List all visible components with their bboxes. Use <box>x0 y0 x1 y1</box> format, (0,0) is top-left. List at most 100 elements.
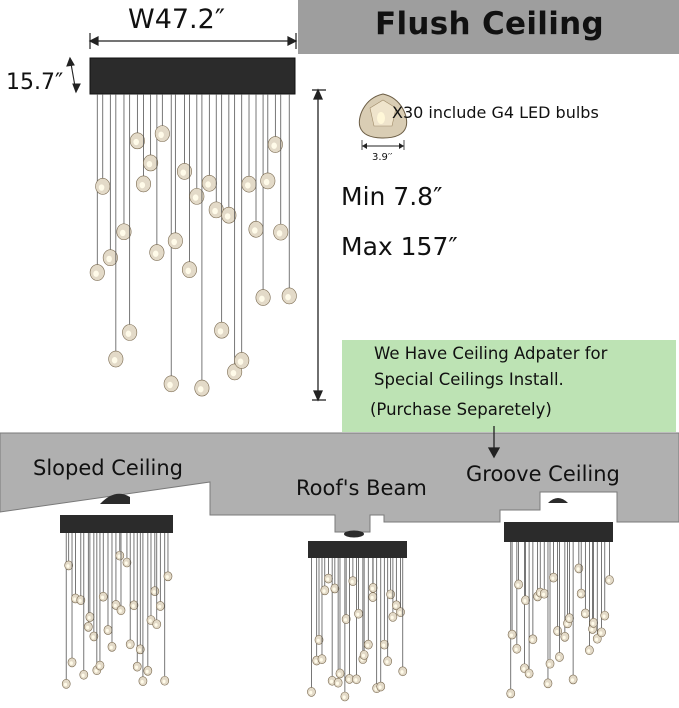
pendant-highlight <box>117 554 121 559</box>
pendant-highlight <box>551 576 555 581</box>
beam-pendants <box>307 558 408 702</box>
pendant-highlight <box>555 629 559 634</box>
title-band <box>298 0 679 54</box>
pendant-highlight <box>319 658 323 662</box>
pendant-highlight <box>335 681 340 686</box>
pendant-highlight <box>370 586 374 591</box>
pendant-highlight <box>119 229 126 237</box>
pendant-highlight <box>171 238 177 246</box>
pendant-highlight <box>101 595 105 600</box>
pendant-highlight <box>557 655 561 660</box>
pendant-highlight <box>326 577 330 582</box>
pendant-highlight <box>109 645 113 650</box>
pendant-highlight <box>98 184 105 191</box>
pendant-highlight <box>400 670 404 674</box>
page-title: Flush Ceiling <box>375 6 604 42</box>
drop-dimension-line <box>312 88 326 402</box>
pendant-highlight <box>91 635 95 639</box>
ceiling-profile <box>0 432 679 533</box>
pendant-highlight <box>522 667 526 671</box>
sloped-pendants <box>61 533 173 689</box>
bulb-description: X30 include G4 LED bulbs <box>392 103 599 122</box>
pendant-highlight <box>125 330 132 337</box>
pendant-highlight <box>382 643 386 648</box>
pendant-highlight <box>252 227 258 234</box>
pendant-highlight <box>197 386 204 393</box>
pendant-highlight <box>78 599 82 603</box>
pendant-highlight <box>337 672 341 676</box>
groove-ceiling-label: Groove Ceiling <box>466 462 620 486</box>
pendant-highlight <box>180 169 187 176</box>
pendant-highlight <box>131 604 135 608</box>
min-drop-label: Min 7.8″ <box>341 182 443 211</box>
sloped-adapter <box>100 493 130 504</box>
pendant-highlight <box>390 615 394 620</box>
max-drop-label: Max 157″ <box>341 232 458 261</box>
beam-canopy <box>308 541 407 558</box>
pendant-highlight <box>565 622 569 626</box>
pendant-highlight <box>356 612 360 617</box>
pendant-highlight <box>127 643 132 647</box>
pendant-highlight <box>86 625 90 630</box>
pendant-highlight <box>587 649 591 653</box>
sloped-ceiling-label: Sloped Ceiling <box>33 456 183 480</box>
pendant-highlight <box>217 328 224 335</box>
pendant-highlight <box>508 692 512 696</box>
adapter-note-line-1: We Have Ceiling Adpater for <box>374 344 608 363</box>
height-dimension-line <box>66 56 81 94</box>
pendant-highlight <box>167 381 173 389</box>
pendant-highlight <box>516 583 520 587</box>
pendant-highlight <box>509 633 513 638</box>
pendant-highlight <box>567 617 571 621</box>
pendant-highlight <box>388 593 392 597</box>
pendant-highlight <box>595 637 599 642</box>
pendant-highlight <box>562 635 566 640</box>
pendant-highlight <box>354 678 358 682</box>
pendant-highlight <box>314 659 318 664</box>
pendant-highlight <box>145 669 149 674</box>
pendant-highlight <box>322 589 326 593</box>
pendant-highlight <box>309 690 313 695</box>
pendant-highlight <box>259 295 265 302</box>
pendant-highlight <box>94 669 98 673</box>
adapter-note-box: We Have Ceiling Adpater for Special Ceil… <box>342 340 676 432</box>
pendant-highlight <box>385 660 389 664</box>
pendant-highlight <box>154 623 158 627</box>
pendant-highlight <box>276 230 283 237</box>
pendant-highlight <box>514 647 518 652</box>
pendant-highlight <box>97 664 101 668</box>
pendant-highlight <box>526 672 531 676</box>
pendant-highlight <box>271 142 277 149</box>
pendant-highlight <box>545 682 549 686</box>
pendant-highlight <box>523 599 527 603</box>
pendant-highlight <box>347 677 351 682</box>
pendant-highlight <box>158 604 162 609</box>
pendant-highlight <box>370 595 374 600</box>
pendant-highlight <box>591 621 595 626</box>
pendant-highlight <box>105 628 109 633</box>
pendant-highlight <box>342 695 346 699</box>
sloped-canopy <box>60 515 173 533</box>
pendant-highlight <box>165 575 169 579</box>
pendant-highlight <box>530 638 534 642</box>
pendant-highlight <box>192 194 199 201</box>
pendant-highlight <box>140 680 144 684</box>
pendant-highlight <box>118 609 122 613</box>
adapter-note-line-2: Special Ceilings Install. <box>374 370 564 389</box>
groove-canopy <box>504 522 613 542</box>
pendant-highlight <box>63 682 68 687</box>
pendant-highlight <box>263 178 270 186</box>
pendant-highlight <box>205 181 211 188</box>
pendant-highlight <box>212 207 218 215</box>
pendant-highlight <box>350 580 354 584</box>
groove-adapter <box>548 498 568 503</box>
pendant-highlight <box>113 603 117 608</box>
main-pendants <box>89 94 297 397</box>
pendant-highlight <box>138 648 142 652</box>
note-arrow <box>487 426 501 459</box>
pendant-highlight <box>66 564 70 568</box>
pendant-highlight <box>343 617 348 622</box>
width-dimension-line <box>88 33 298 49</box>
pendant-highlight <box>366 643 370 648</box>
